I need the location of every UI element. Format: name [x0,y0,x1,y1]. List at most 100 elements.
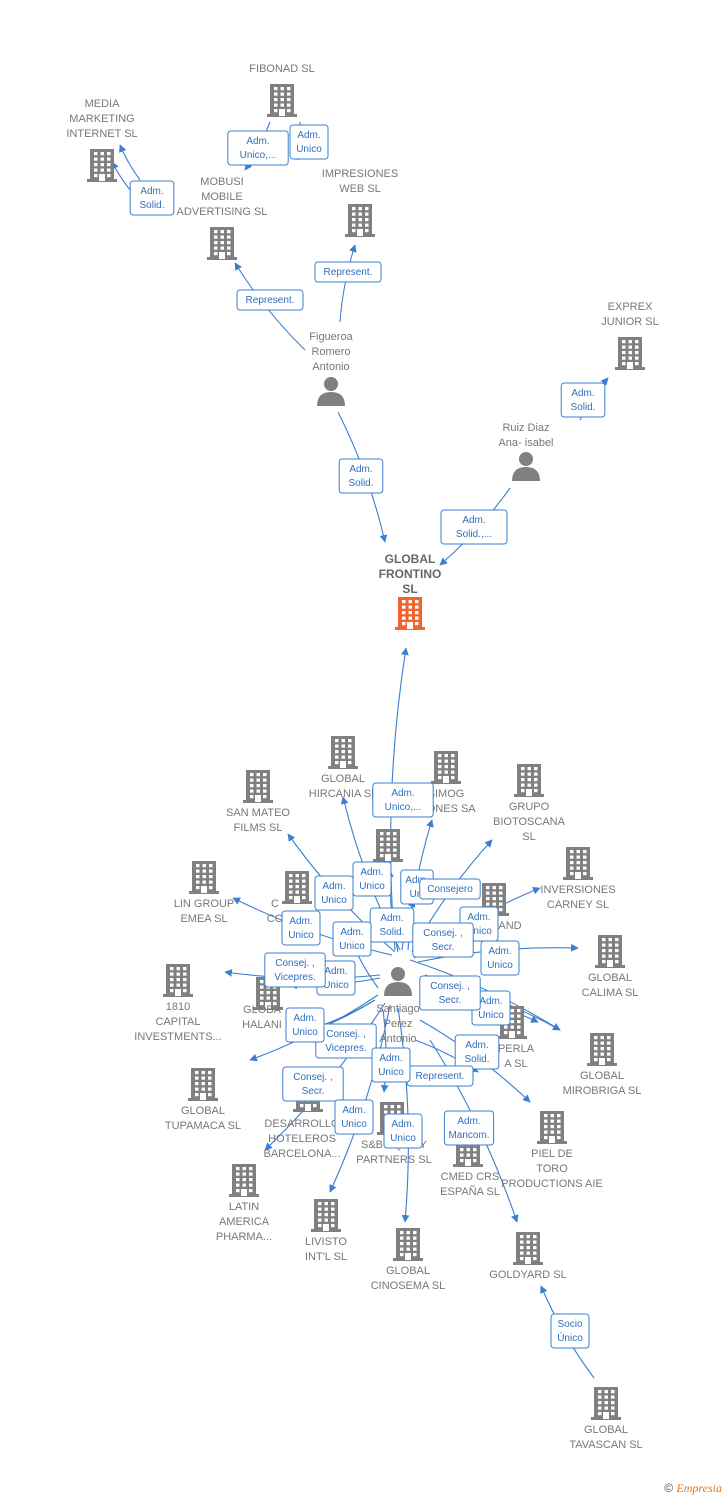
node-label: ESPAÑA SL [440,1185,500,1198]
person-icon [384,967,412,996]
edge-label-text: Adm. [467,912,490,923]
edge-label-box [454,1034,500,1070]
edge-label[interactable]: Represent. [236,289,304,311]
edge-label[interactable]: Adm.Solid. [338,458,384,494]
node-label: 1810 [166,1001,190,1013]
edge-label[interactable]: Consej. ,Secr. [282,1066,344,1102]
edge-label-text: Adm. [488,946,511,957]
edge-label[interactable]: Adm.Unico [352,861,392,897]
company-node[interactable]: GOLDYARD SL [489,1232,567,1281]
edge-label[interactable]: Represent. [314,261,382,283]
edge-label[interactable]: Adm.Unico,... [227,130,289,166]
building-icon [163,964,193,997]
node-label: CMED CRS [441,1171,500,1183]
edge-label-box [352,861,392,897]
edge-label[interactable]: Adm.Mancom. [443,1110,495,1146]
edge-label[interactable]: Adm.Unico [334,1099,374,1135]
edge-label-box [440,509,508,545]
node-label: FRONTINO [379,567,442,581]
edge-label[interactable]: Adm.Unico [332,921,372,957]
node-label: LIN GROUP [174,898,235,910]
building-icon [345,204,375,237]
building-icon [587,1033,617,1066]
edge-label-text: Unico [323,980,349,991]
node-label: Romero [311,346,350,358]
edge-label[interactable]: Adm.Solid.,... [440,509,508,545]
edge-label[interactable]: Adm.Solid. [369,907,415,943]
node-label: GLOBA [243,1004,282,1016]
edge-label-text: Adm. [391,788,414,799]
edge-label[interactable]: Consej. ,Vicepres. [264,952,326,988]
edge-label[interactable]: Consej. ,Secr. [412,922,474,958]
building-icon [431,751,461,784]
node-label: CARNEY SL [547,899,609,911]
edge-label[interactable]: Adm.Unico,... [372,782,434,818]
node-label: INVESTMENTS... [134,1031,221,1043]
node-label: MEDIA [85,98,121,110]
edge-label-box [419,878,481,900]
edge-label[interactable]: Consej. ,Secr. [419,975,481,1011]
building-icon [188,1068,218,1101]
edge-label-box [314,261,382,283]
edge-label[interactable]: Consejero [419,878,481,900]
brand-logo[interactable]: Empresia [676,1481,722,1495]
edge-label[interactable]: Represent. [406,1065,474,1087]
edge-label[interactable]: Adm.Unico [471,990,511,1026]
edge-label[interactable]: Adm.Unico [281,910,321,946]
edge-label-box [281,910,321,946]
company-node[interactable]: LATINAMERICAPHARMA... [216,1164,272,1243]
edge-label-box [285,1007,325,1043]
edge-label-box [227,130,289,166]
edge-label[interactable]: Adm.Unico [480,940,520,976]
node-label: SL [522,831,535,843]
edge-label[interactable]: Adm.Solid. [560,382,606,418]
edge-label-text: Secr. [439,995,462,1006]
footer: © Empresia [664,1481,722,1496]
edge-label[interactable]: Consej. ,Vicepres. [315,1023,377,1059]
node-label: TORO [536,1163,568,1175]
node-label: MIROBRIGA SL [563,1085,642,1097]
edge-label-text: Unico [378,1067,404,1078]
edge-label[interactable]: Adm.Solid. [129,180,175,216]
node-label: AMERICA [219,1216,270,1228]
node-label: BARCELONA... [263,1148,340,1160]
company-node[interactable]: FIBONAD SL [249,63,315,117]
edge-label[interactable]: Adm.Unico [285,1007,325,1043]
company-node[interactable]: CCO [267,871,312,925]
edge-label[interactable]: Adm.Unico [383,1113,423,1149]
edge-label-text: Único [557,1331,583,1344]
edge-label-box [264,952,326,988]
building-icon [311,1199,341,1232]
edge-label-text: Consej. , [326,1029,365,1040]
edge-label-box [371,1047,411,1083]
company-node[interactable]: 1810CAPITALINVESTMENTS... [134,964,222,1043]
edge-label[interactable]: Adm.Unico [371,1047,411,1083]
node-label: FIBONAD SL [249,63,314,75]
edge-label-text: Consej. , [423,928,462,939]
edge-label[interactable]: Adm.Unico [314,875,354,911]
edge-label[interactable]: Adm.Unico [289,124,329,160]
edge-label[interactable]: Adm.Solid. [454,1034,500,1070]
company-node[interactable] [373,829,403,862]
